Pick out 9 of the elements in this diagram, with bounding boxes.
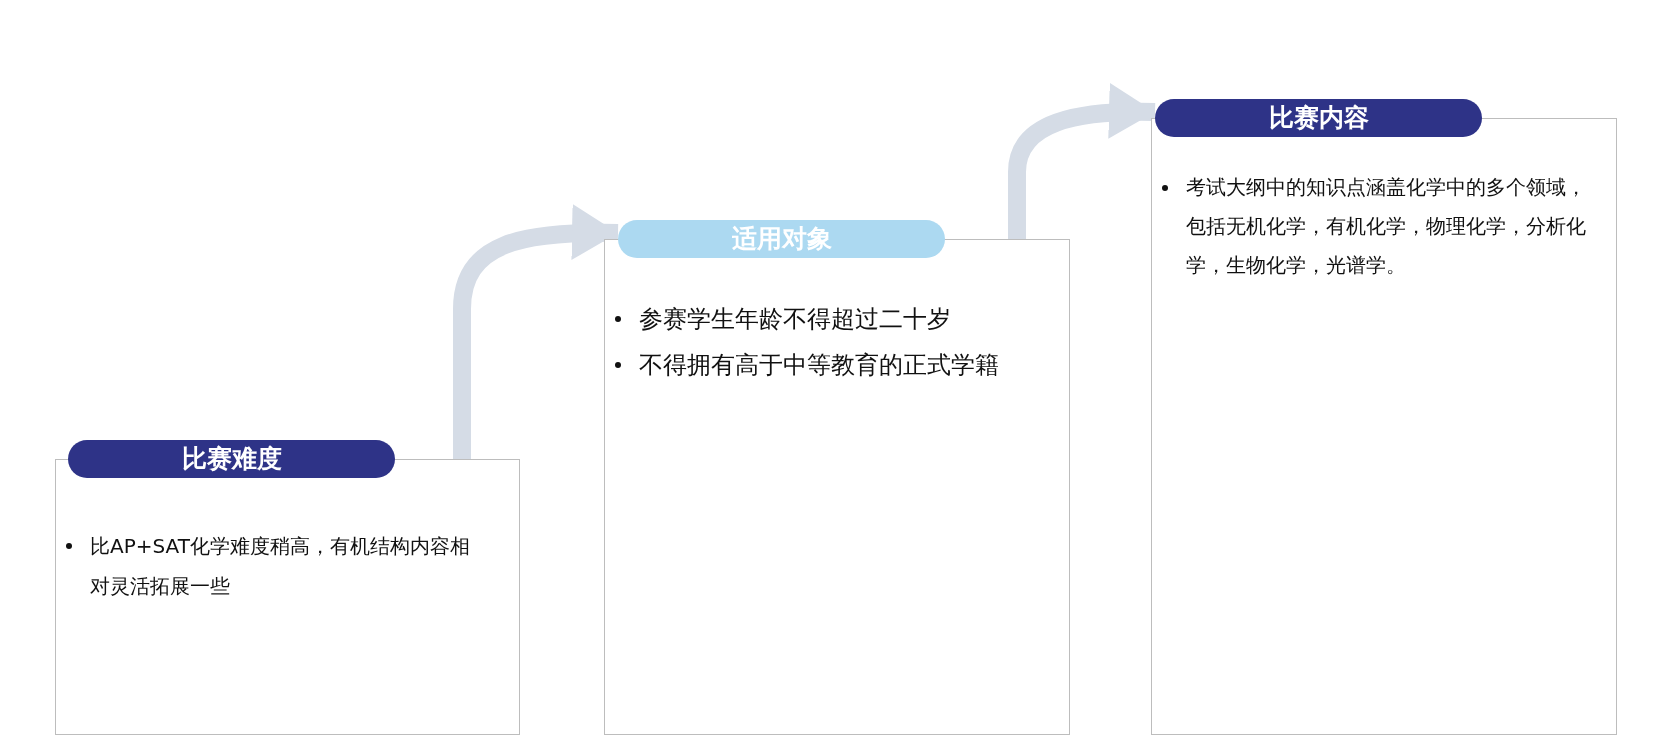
title-pill: 适用对象	[618, 220, 945, 258]
bullet-text: 考试大纲中的知识点涵盖化学中的多个领域，包括无机化学，有机化学，物理化学，分析化学，生物化学，光谱学。	[1186, 175, 1586, 277]
title-pill: 比赛难度	[68, 440, 395, 478]
bullet-text: 比AP+SAT化学难度稍高，有机结构内容相对灵活拓展一些	[90, 534, 470, 598]
curved-arrow	[1008, 83, 1156, 239]
bullet-text: 参赛学生年龄不得超过二十岁	[639, 305, 951, 333]
curved-arrow	[453, 204, 619, 459]
bullet-text: 不得拥有高于中等教育的正式学籍	[639, 351, 999, 379]
title-pill: 比赛内容	[1155, 99, 1482, 137]
